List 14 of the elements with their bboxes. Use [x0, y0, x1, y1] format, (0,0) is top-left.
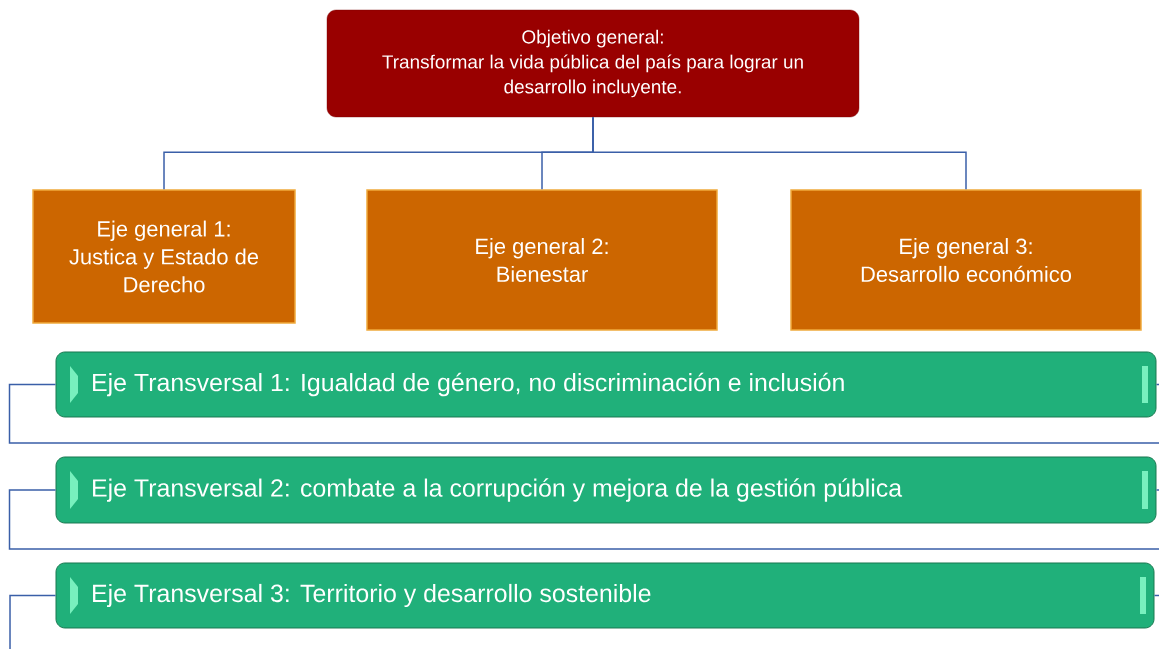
- band: Eje Transversal 2: combate a la corrupción y mejora de la gestión pública: [55, 456, 1157, 524]
- process-box: Eje general 1: Justica y Estado de Derecho: [32, 189, 296, 324]
- connector: [8, 383, 1159, 444]
- process-box: Eje general 2: Bienestar: [366, 189, 718, 331]
- connector: [9, 594, 57, 649]
- connector: [8, 489, 1159, 550]
- connector: [1155, 489, 1159, 491]
- process-box: Eje general 3: Desarrollo económico: [790, 189, 1142, 331]
- connector: [1155, 383, 1159, 386]
- connector: [1153, 594, 1159, 597]
- band: Eje Transversal 1: Igualdad de género, no discriminación e inclusión: [55, 351, 1157, 418]
- connector: [592, 116, 967, 190]
- process-box: Objetivo general: Transformar la vida pública del país para lograr un desarrollo incluyente.: [326, 9, 860, 118]
- band: Eje Transversal 3: Territorio y desarrollo sostenible: [55, 562, 1155, 629]
